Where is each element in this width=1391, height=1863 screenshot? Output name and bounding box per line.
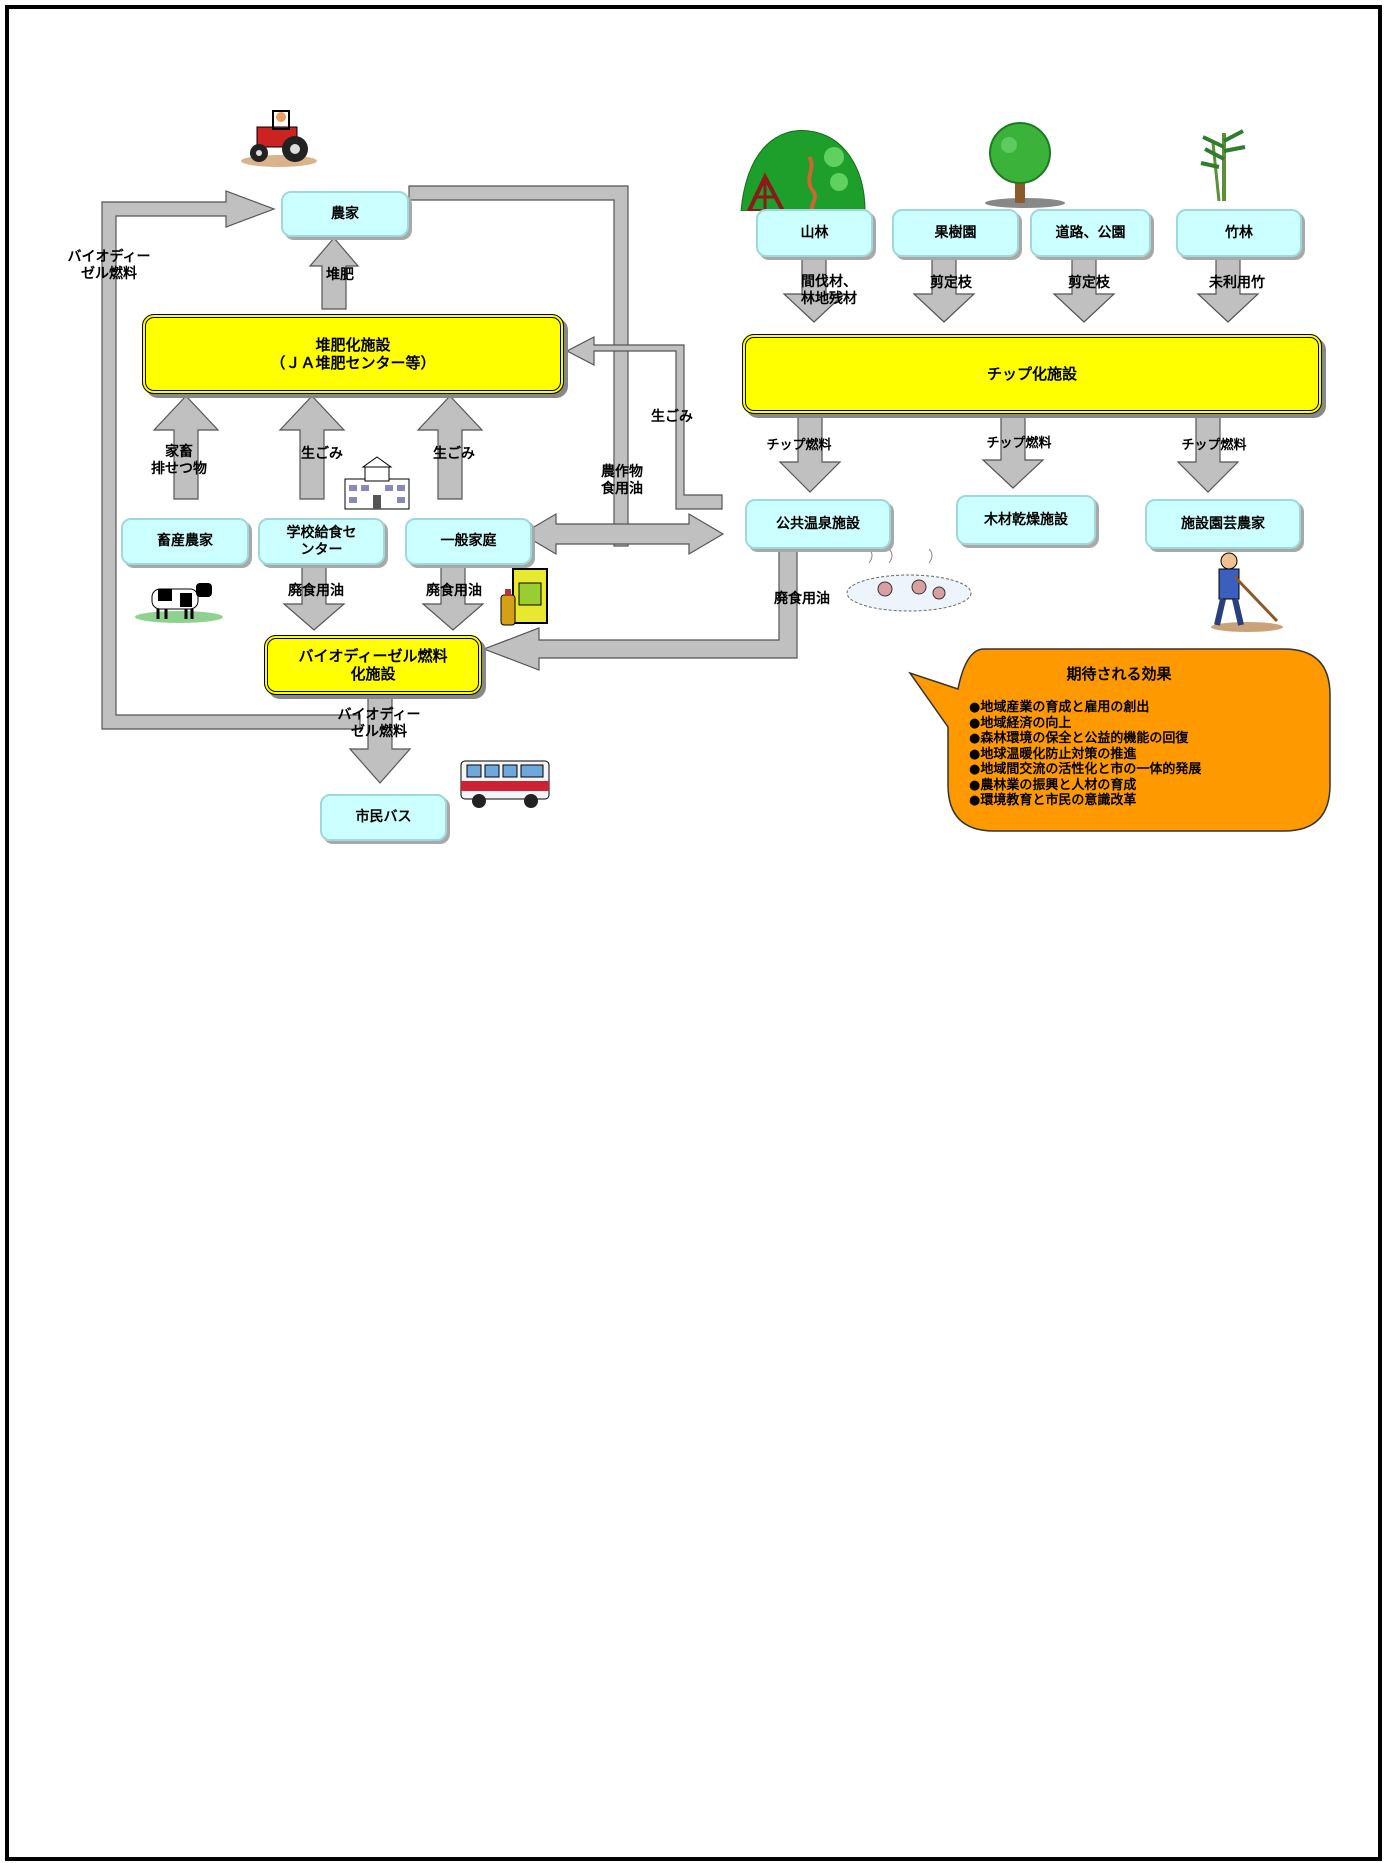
effects-list: ●地域産業の育成と雇用の創出 ●地域経済の向上 ●森林環境の保全と公益的機能の回… <box>969 700 1201 809</box>
node-greenhouse-farmer: 施設園芸農家 <box>1145 499 1301 549</box>
label-waste-oil-household: 廃食用油 <box>426 583 482 599</box>
chip-to-drying-arrow <box>981 411 1045 489</box>
node-roads-parks: 道路、公園 <box>1030 209 1151 257</box>
node-lumber-drying: 木材乾燥施設 <box>956 495 1096 545</box>
label-food-waste-household: 生ごみ <box>433 446 475 462</box>
label-bdf-left: バイオディー ゼル燃料 <box>67 249 151 282</box>
node-household: 一般家庭 <box>405 518 532 565</box>
label-pruned-branches-2: 剪定枝 <box>1068 275 1110 291</box>
node-school-lunch-center: 学校給食セ ンター <box>258 518 385 565</box>
effect-item: ●環境教育と市民の意識改革 <box>969 793 1137 808</box>
label-waste-oil-school: 廃食用油 <box>288 583 344 599</box>
callout-shape <box>908 648 1331 832</box>
effect-item: ●農林業の振興と人材の育成 <box>969 777 1137 793</box>
effect-item: ●地域間交流の活性化と市の一体的発展 <box>969 762 1202 777</box>
orchard-to-chip-arrow <box>912 253 976 323</box>
school-to-bdf-arrow <box>282 559 346 631</box>
household-to-compost-arrow <box>416 395 484 500</box>
cow-icon <box>135 583 223 623</box>
label-chip-fuel-2: チップ燃料 <box>986 436 1052 451</box>
onsen-to-bdf-arrow <box>482 549 798 671</box>
school-building-icon <box>344 456 410 510</box>
node-public-hot-spring: 公共温泉施設 <box>745 499 891 549</box>
label-bdf-bottom: バイオディー ゼル燃料 <box>337 707 421 740</box>
chip-to-greenhouse-arrow <box>1176 411 1240 493</box>
effect-item: ●地域経済の向上 <box>969 715 1072 731</box>
oil-can-icon <box>500 568 548 626</box>
node-livestock-farmer: 畜産農家 <box>121 518 249 565</box>
label-compost: 堆肥 <box>326 267 354 283</box>
forest-to-chip-arrow <box>782 253 846 323</box>
effect-item: ●地球温暖化防止対策の推進 <box>969 746 1137 762</box>
livestock-to-compost-arrow <box>152 395 220 500</box>
node-bamboo-forest: 竹林 <box>1176 209 1302 257</box>
node-orchard: 果樹園 <box>892 209 1019 257</box>
label-chip-fuel-1: チップ燃料 <box>766 438 832 453</box>
label-chip-fuel-3: チップ燃料 <box>1181 438 1247 453</box>
label-thinned-wood: 間伐材、 林地残材 <box>801 274 857 307</box>
effects-title: 期待される効果 <box>1066 665 1172 683</box>
effect-item: ●森林環境の保全と公益的機能の回復 <box>969 731 1189 746</box>
park-to-chip-arrow <box>1052 253 1116 323</box>
bus-icon <box>460 760 550 808</box>
forest-hut-icon <box>740 130 866 211</box>
page-frame: 農家 堆肥化施設 （ＪＡ堆肥センター等） 畜産農家 学校給食セ ンター 一般家庭… <box>5 5 1382 1861</box>
effect-item: ●地域産業の育成と雇用の創出 <box>969 700 1150 715</box>
label-pruned-branches-1: 剪定枝 <box>930 275 972 291</box>
label-unused-bamboo: 未利用竹 <box>1209 275 1265 291</box>
loop-arrow-bdf-to-farmer <box>101 190 361 730</box>
node-citizen-bus: 市民バス <box>320 794 447 841</box>
farmer-to-household-line <box>408 185 629 547</box>
gardener-icon <box>1211 552 1283 632</box>
chip-to-onsen-arrow <box>778 411 842 493</box>
household-to-bdf-arrow <box>421 559 485 631</box>
node-farmer: 農家 <box>281 191 409 237</box>
expected-effects-callout: 期待される効果 ●地域産業の育成と雇用の創出 ●地域経済の向上 ●森林環境の保全… <box>904 645 1334 835</box>
onsen-to-compost-arrow <box>565 336 723 510</box>
node-bdf-facility: バイオディーゼル燃料 化施設 <box>264 635 482 695</box>
flow-arrows <box>101 185 1260 784</box>
label-crops-edible-oil: 農作物 食用油 <box>601 464 643 497</box>
tractor-icon <box>241 110 317 167</box>
label-food-waste-school: 生ごみ <box>301 446 343 462</box>
label-waste-oil-onsen: 廃食用油 <box>774 591 830 607</box>
label-livestock-waste: 家畜 排せつ物 <box>151 444 207 477</box>
node-compost-facility: 堆肥化施設 （ＪＡ堆肥センター等） <box>142 314 564 394</box>
label-food-waste-onsen: 生ごみ <box>651 409 693 425</box>
tree-icon <box>985 122 1065 208</box>
node-chip-facility: チップ化施設 <box>742 334 1322 414</box>
school-to-compost-arrow <box>278 395 346 500</box>
node-forest: 山林 <box>756 209 873 257</box>
bamboo-icon <box>1200 129 1246 201</box>
household-onsen-double-arrow <box>520 512 725 556</box>
bdf-to-bus-arrow <box>348 696 412 784</box>
bamboo-to-chip-arrow <box>1196 253 1260 323</box>
compost-to-farmer-arrow <box>308 237 360 310</box>
hot-spring-icon <box>846 549 972 612</box>
